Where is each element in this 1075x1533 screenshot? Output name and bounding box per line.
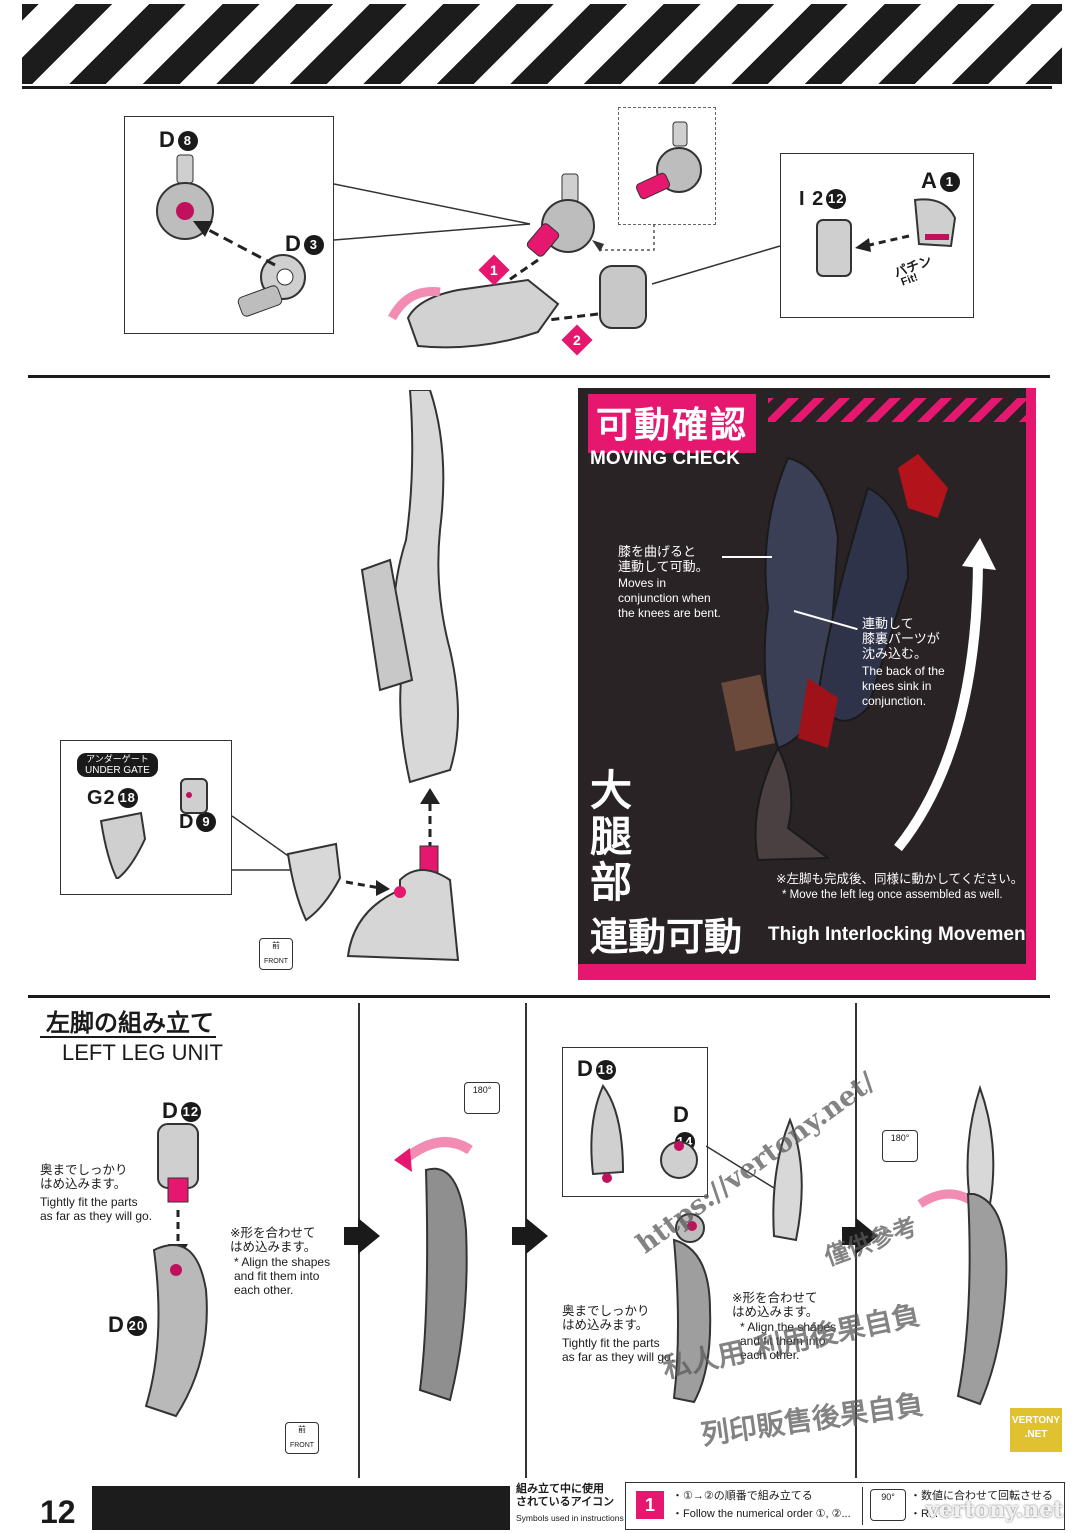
callout-line-1 bbox=[722, 556, 772, 558]
symbols-label-en: Symbols used in instructions bbox=[516, 1513, 624, 1523]
symbols-legend: 1 ・①→②の順番で組み立てる ・Follow the numerical or… bbox=[625, 1482, 1065, 1530]
align-note-2-en: * Align the shapes and fit them into eac… bbox=[740, 1320, 837, 1362]
rotate-180-label: 180° bbox=[472, 1085, 492, 1095]
legend-divider bbox=[862, 1487, 863, 1525]
left-leg-title-jp: 左脚の組み立て bbox=[46, 1010, 214, 1037]
align-note-2-jp: ※形を合わせて はめ込みます。 bbox=[732, 1291, 819, 1319]
step-arrow-3 bbox=[856, 1218, 878, 1254]
hazard-stripe-header bbox=[22, 4, 1062, 84]
left-leg-title-underline bbox=[40, 1036, 216, 1038]
moving-check-title-en: MOVING CHECK bbox=[590, 448, 740, 469]
dashed-link-line bbox=[592, 224, 655, 252]
part-d3-illustration bbox=[237, 254, 306, 317]
footer-dark-bar bbox=[92, 1486, 510, 1530]
page-number: 12 bbox=[40, 1494, 76, 1530]
callout-lines-col3 bbox=[706, 1145, 775, 1189]
symbols-label-jp: 組み立て中に使用 されているアイコン bbox=[516, 1483, 615, 1508]
moving-check-title-jp: 可動確認 bbox=[588, 394, 757, 453]
order-text-en: ・Follow the numerical order ①, ②... bbox=[672, 1508, 851, 1520]
inset-detail-view bbox=[618, 107, 716, 225]
tight-fit-note-jp: 奥までしっかり はめ込みます。 bbox=[40, 1163, 128, 1191]
header-rule bbox=[22, 86, 1052, 89]
moving-check-panel: 可動確認 MOVING CHECK 膝を曲げると 連動して可動。 Moves i… bbox=[578, 388, 1036, 980]
note-left-leg-jp: ※左脚も完成後、同様に動かしてください。 bbox=[776, 872, 1024, 886]
step-arrow-2-bar bbox=[512, 1227, 526, 1245]
rotate-180-icon: 180° bbox=[464, 1082, 500, 1114]
note-knee-sink-jp: 連動して 膝裏パーツが 沈み込む。 bbox=[862, 616, 940, 661]
panel-right-stripe bbox=[1026, 388, 1036, 980]
watermark-corner-badge: VERTONY .NET bbox=[1010, 1408, 1062, 1452]
front-icon-2-jp: 前 bbox=[298, 1425, 306, 1434]
panel-hazard-stripes bbox=[768, 398, 1030, 422]
knee-armor-illustration bbox=[286, 842, 390, 922]
note-knee-bent-jp: 膝を曲げると 連動して可動。 bbox=[618, 544, 709, 574]
thigh-heading-en: Thigh Interlocking Movement bbox=[768, 924, 1032, 945]
section-rule-2 bbox=[28, 995, 1050, 998]
rotate-text-en: ・R... bbox=[910, 1508, 939, 1520]
knee-spike-assembly-illustration bbox=[672, 1117, 803, 1404]
order-badge: 1 bbox=[636, 1491, 664, 1519]
thigh-heading-vertical-jp: 大腿部 bbox=[590, 767, 633, 906]
under-gate-en: UNDER GATE bbox=[85, 765, 150, 776]
under-gate-jp: アンダーゲート bbox=[86, 754, 149, 764]
under-gate-parts-illustration bbox=[99, 778, 208, 879]
front-orientation-icon-2: 前 FRONT bbox=[285, 1422, 319, 1454]
front-icon-en: FRONT bbox=[263, 958, 289, 965]
front-orientation-icon: 前 FRONT bbox=[259, 938, 293, 970]
tight-fit-note-2-en: Tightly fit the parts as far as they wil… bbox=[562, 1336, 675, 1364]
rotate-90-label: 90° bbox=[881, 1492, 895, 1502]
callout-lines-right bbox=[651, 245, 781, 285]
left-leg-title-en: LEFT LEG UNIT bbox=[62, 1040, 223, 1065]
rotate-90-icon: 90° bbox=[870, 1489, 906, 1521]
step-arrow-1-bar bbox=[344, 1227, 358, 1245]
leg-assembly-illustration bbox=[346, 390, 460, 962]
foot-assembly-illustration bbox=[388, 173, 647, 349]
step-arrow-3-bar bbox=[842, 1227, 856, 1245]
panel-bottom-stripe bbox=[578, 964, 1036, 980]
lower-leg-assembly-illustration bbox=[144, 1123, 208, 1418]
note-knee-sink-en: The back of the knees sink in conjunctio… bbox=[862, 664, 945, 708]
rotate-text-jp: ・数値に合わせて回転させる bbox=[910, 1490, 1053, 1502]
step-arrow-1 bbox=[358, 1218, 380, 1254]
tight-fit-note-2-jp: 奥までしっかり はめ込みます。 bbox=[562, 1304, 650, 1332]
note-left-leg-en: * Move the left leg once assembled as we… bbox=[782, 889, 1003, 901]
rotate-180-label-2: 180° bbox=[890, 1133, 910, 1143]
thigh-heading-jp: 連動可動 bbox=[590, 917, 743, 959]
front-icon-2-en: FRONT bbox=[289, 1442, 315, 1449]
rotated-leg-illustration bbox=[394, 1137, 473, 1402]
thigh-movement-photo bbox=[721, 454, 996, 862]
spike-parts-illustration bbox=[590, 1084, 698, 1183]
under-gate-label: アンダーゲート UNDER GATE bbox=[77, 753, 158, 777]
dashed-arrow bbox=[193, 221, 276, 267]
section-rule-1 bbox=[28, 375, 1050, 378]
note-knee-bent-en: Moves in conjunction when the knees are … bbox=[618, 576, 721, 620]
watermark-text-1: 僅供參考 bbox=[820, 1211, 921, 1272]
callout-lines-left bbox=[334, 183, 531, 241]
align-note-en: * Align the shapes and fit them into eac… bbox=[234, 1255, 331, 1297]
step-arrow-2 bbox=[526, 1218, 548, 1254]
armor-parts-illustration bbox=[816, 198, 957, 277]
order-text-jp: ・①→②の順番で組み立てる bbox=[672, 1490, 813, 1502]
align-note-jp: ※形を合わせて はめ込みます。 bbox=[230, 1226, 317, 1254]
watermark-corner-url: vertony.net bbox=[926, 1497, 1064, 1523]
rotate-180-icon-2: 180° bbox=[882, 1130, 918, 1162]
detail-part-illustration bbox=[635, 121, 702, 200]
front-icon-jp: 前 bbox=[272, 941, 280, 950]
completed-lower-leg-illustration bbox=[917, 1084, 1008, 1406]
tight-fit-note-en: Tightly fit the parts as far as they wil… bbox=[40, 1195, 153, 1223]
